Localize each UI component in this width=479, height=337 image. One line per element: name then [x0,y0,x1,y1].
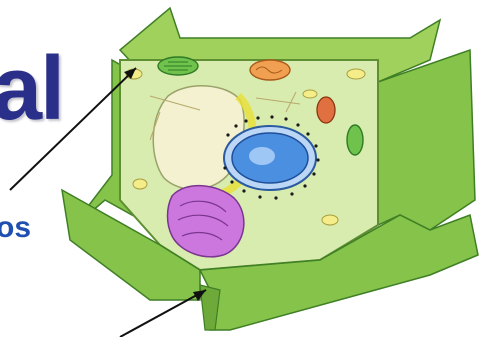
vesicle [133,179,147,189]
cell-wall-right-face [378,50,475,230]
mitochondrion-red [317,97,335,123]
vesicle [303,90,317,98]
golgi-body [168,186,244,257]
vesicle [347,69,365,79]
chloroplast-side [347,125,363,155]
nucleolus [249,147,275,165]
vesicle [322,215,338,225]
